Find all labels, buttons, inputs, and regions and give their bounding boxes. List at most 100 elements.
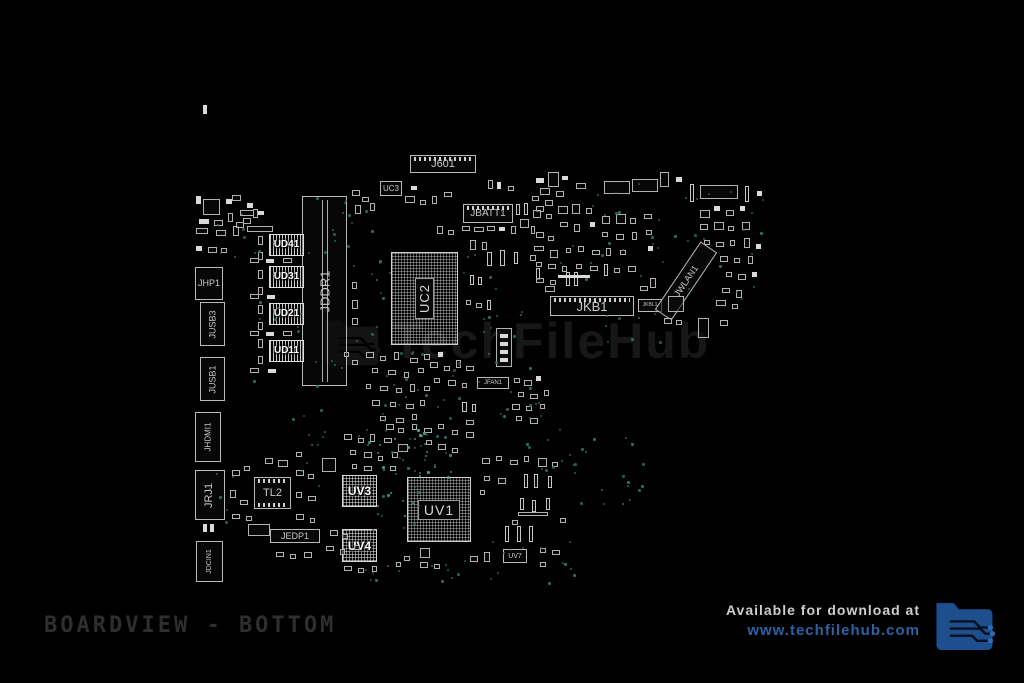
component-jusb1: JUSB1: [200, 357, 225, 401]
via-dot: [570, 568, 572, 570]
via-dot: [506, 408, 509, 411]
smd-part: [364, 466, 372, 471]
via-dot: [405, 396, 407, 398]
smd-part: [698, 318, 709, 338]
smd-part: [380, 356, 386, 361]
smd-part: [430, 362, 438, 368]
via-dot: [445, 564, 447, 566]
download-url[interactable]: www.techfilehub.com: [747, 622, 920, 639]
smd-part: [484, 476, 490, 481]
via-dot: [345, 200, 347, 202]
smd-part: [243, 218, 251, 224]
smd-part: [500, 342, 508, 346]
smd-part: [574, 224, 580, 232]
smd-part: [354, 545, 360, 550]
via-dot: [548, 582, 551, 585]
smd-part: [258, 287, 263, 295]
smd-part: [221, 248, 227, 253]
smd-part: [664, 318, 672, 324]
via-dot: [379, 444, 381, 446]
via-dot: [334, 364, 336, 366]
via-dot: [411, 352, 414, 355]
via-dot: [561, 460, 563, 462]
smd-part: [411, 186, 417, 190]
component-label: JBATT1: [470, 207, 506, 219]
via-dot: [376, 326, 378, 328]
smd-part: [370, 203, 375, 211]
via-dot: [216, 473, 218, 475]
smd-part: [358, 568, 364, 573]
smd-part: [304, 552, 312, 558]
smd-part: [548, 476, 552, 488]
smd-part: [232, 195, 241, 201]
smd-part: [244, 466, 250, 471]
via-dot: [412, 502, 414, 504]
via-dot: [407, 446, 410, 449]
via-dot: [529, 367, 532, 370]
smd-part: [240, 500, 248, 505]
smd-part: [268, 369, 276, 373]
smd-part: [296, 514, 304, 520]
via-dot: [425, 394, 428, 397]
via-dot: [379, 262, 381, 264]
via-dot: [615, 192, 617, 194]
smd-part: [466, 420, 474, 425]
via-dot: [318, 485, 320, 487]
via-dot: [447, 476, 450, 479]
via-dot: [420, 445, 422, 447]
via-dot: [371, 230, 374, 233]
smd-part: [646, 230, 652, 235]
via-dot: [597, 194, 599, 196]
via-dot: [441, 580, 444, 583]
via-dot: [381, 515, 383, 517]
via-dot: [414, 486, 416, 488]
via-dot: [382, 495, 385, 498]
via-dot: [601, 489, 603, 491]
smd-part: [524, 203, 528, 215]
smd-part: [296, 452, 302, 457]
smd-part: [548, 236, 554, 241]
via-dot: [277, 307, 279, 309]
smd-part: [308, 496, 316, 501]
via-dot: [331, 360, 333, 362]
smd-part: [532, 500, 536, 512]
via-dot: [581, 448, 584, 451]
smd-part: [730, 240, 735, 246]
via-dot: [451, 577, 453, 579]
smd-part: [552, 550, 560, 555]
via-dot: [658, 219, 660, 221]
pin-row: [414, 157, 472, 161]
smd-part: [536, 376, 541, 381]
via-dot: [232, 476, 234, 478]
smd-part: [378, 456, 383, 461]
smd-part: [628, 266, 636, 272]
smd-part: [487, 300, 491, 310]
smd-part: [616, 214, 626, 224]
via-dot: [434, 464, 436, 466]
via-dot: [366, 429, 368, 431]
smd-part: [540, 404, 545, 409]
via-dot: [320, 409, 323, 412]
smd-part: [644, 214, 652, 219]
smd-part: [540, 188, 550, 195]
via-dot: [394, 438, 396, 440]
smd-part: [520, 219, 529, 228]
via-dot: [651, 236, 654, 239]
smd-part: [524, 380, 532, 386]
via-dot: [324, 251, 327, 254]
component-label: JHP1: [197, 278, 220, 288]
smd-part: [534, 474, 538, 488]
via-dot: [450, 471, 452, 473]
component-jrj1: JRJ1: [195, 470, 225, 520]
via-dot: [409, 438, 411, 440]
techfilehub-logo-icon: [936, 603, 996, 650]
smd-part: [640, 286, 648, 291]
via-dot: [638, 317, 640, 319]
component-uv7: UV7: [503, 549, 527, 563]
via-dot: [631, 338, 634, 341]
download-text: Available for download at: [725, 602, 920, 618]
via-dot: [258, 250, 261, 253]
smd-part: [690, 184, 694, 202]
component-label: JUSB3: [207, 309, 218, 339]
